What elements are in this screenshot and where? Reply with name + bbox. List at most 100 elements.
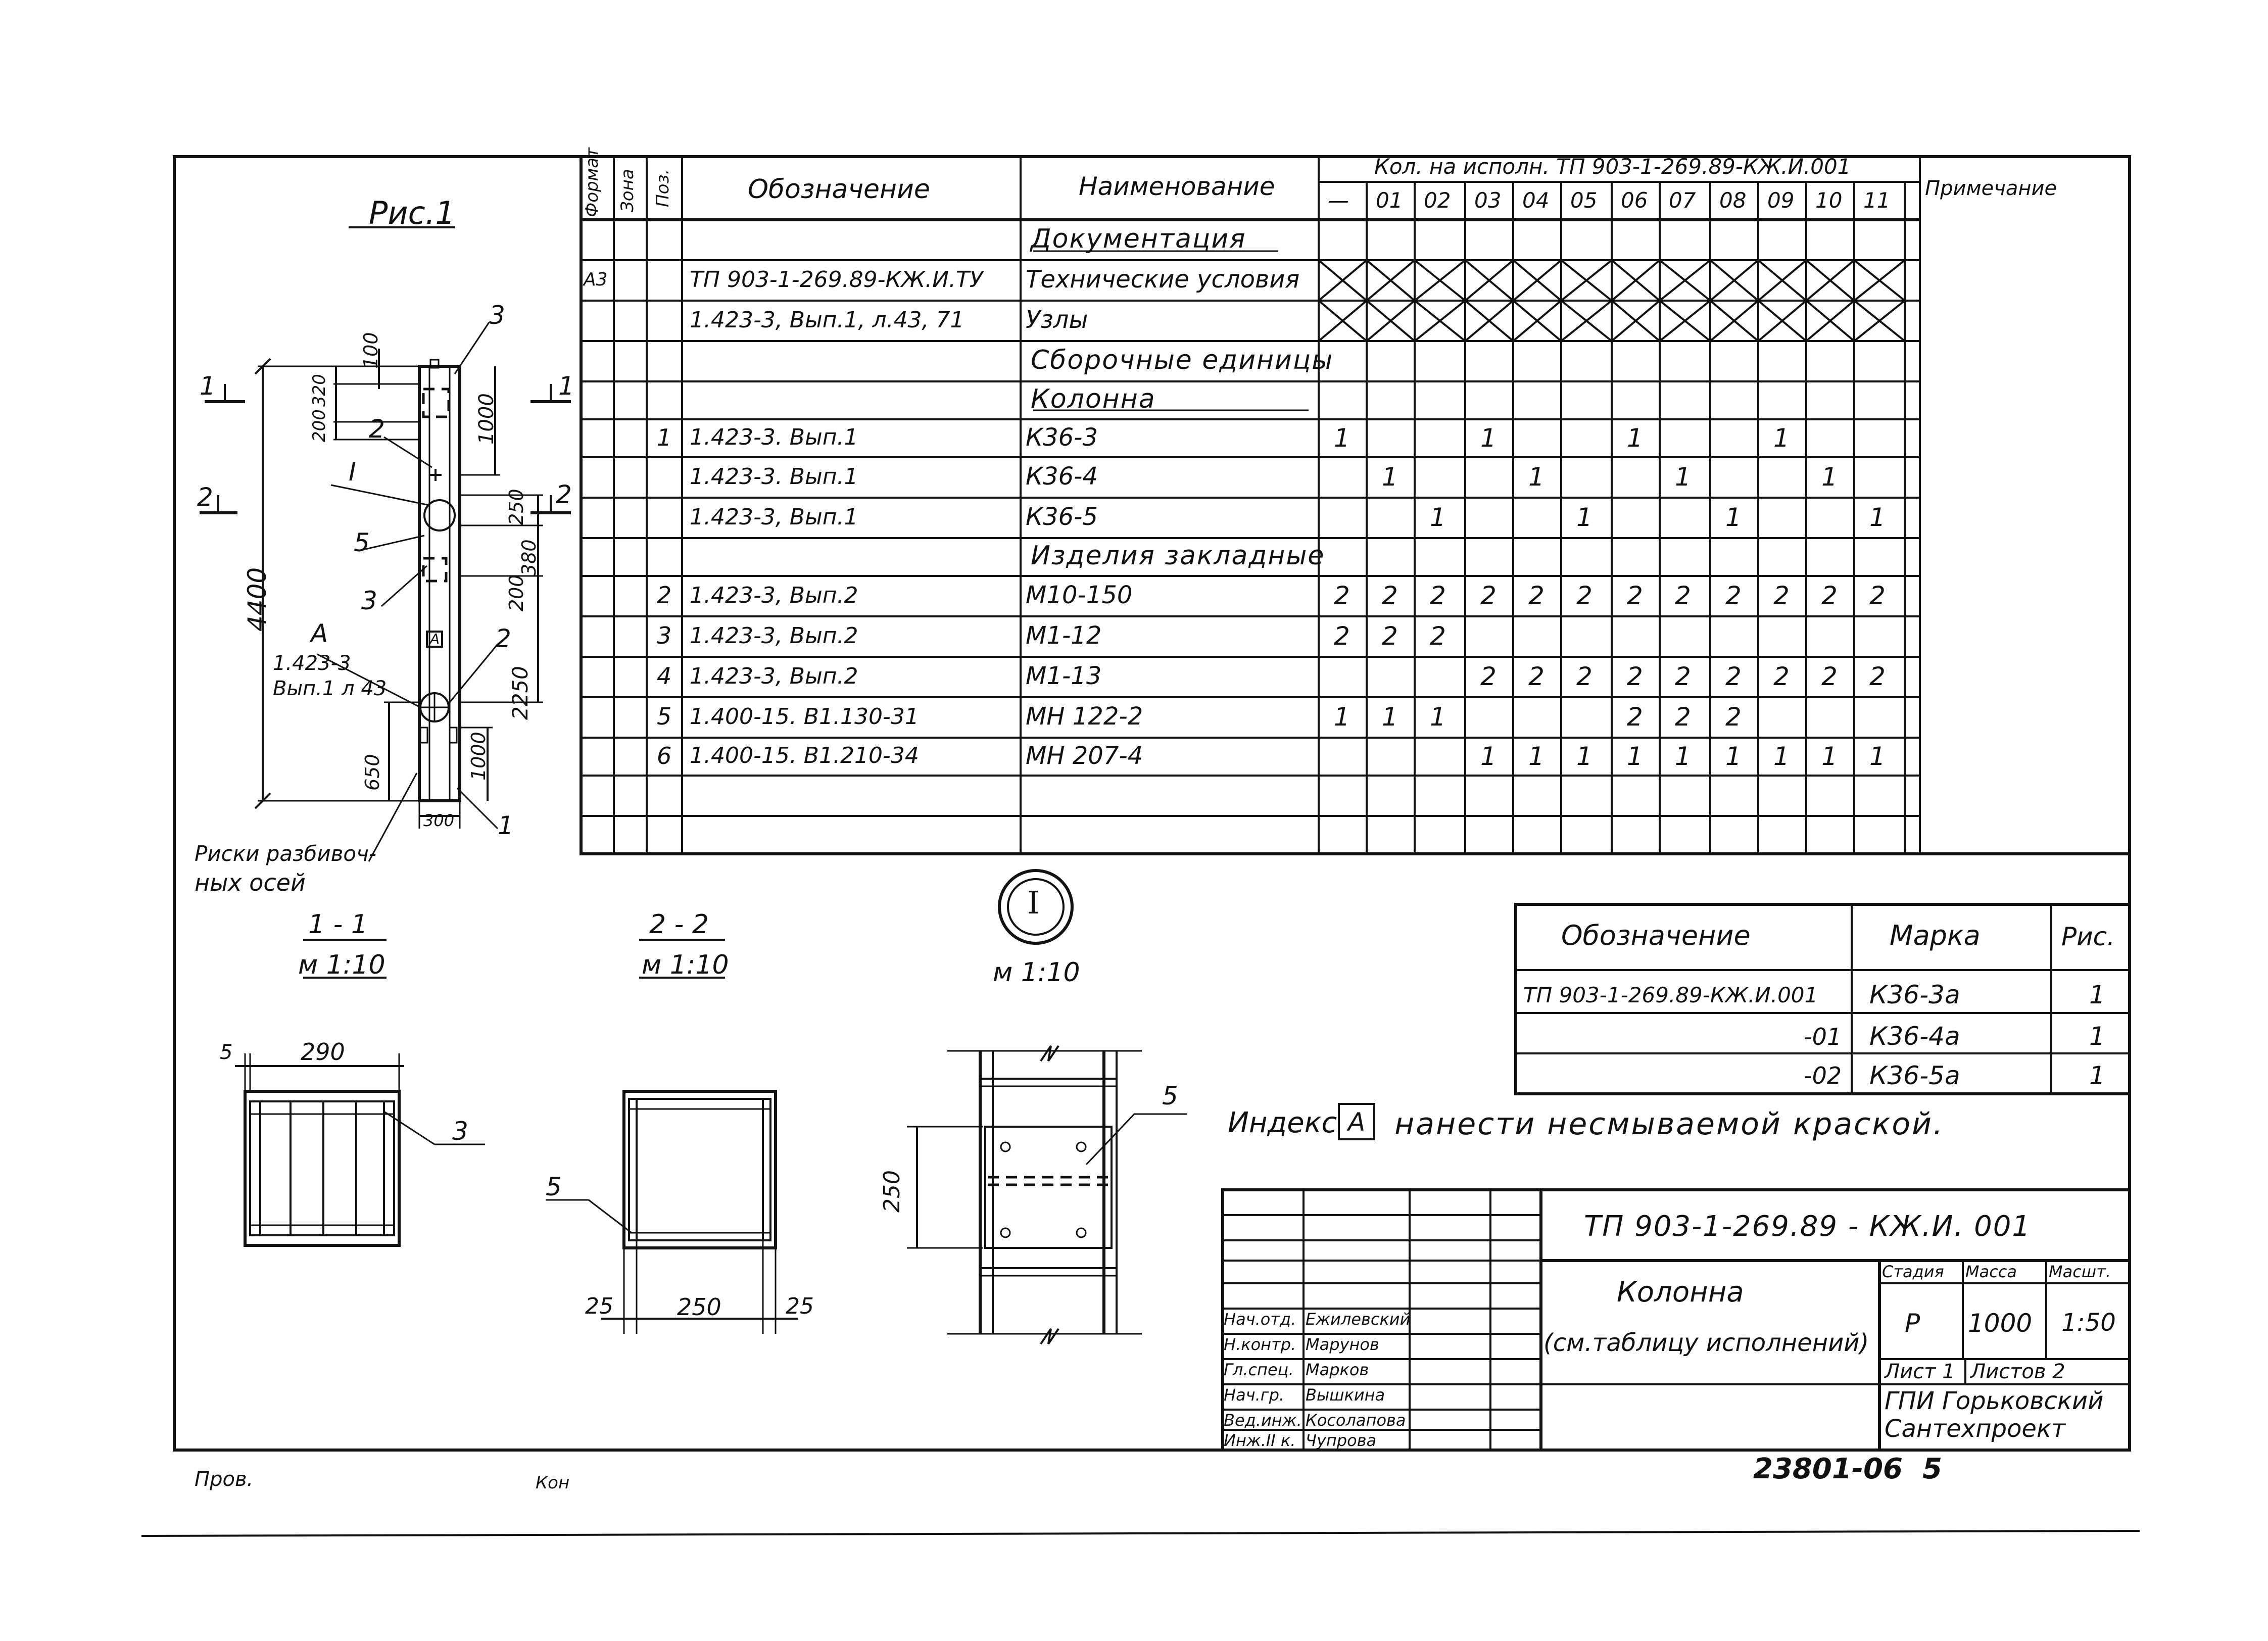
people-role: Гл.спец. — [1224, 1360, 1294, 1379]
variant-header: — — [1328, 188, 1349, 213]
variant-header: 03 — [1474, 188, 1502, 213]
spec-qty-cell: 2 — [1725, 581, 1742, 610]
spec-qty-cell: 2 — [1430, 581, 1446, 610]
variant-header: 07 — [1669, 188, 1696, 213]
spec-row-name: Колонна — [1031, 384, 1156, 415]
spec-row-name: М10-150 — [1026, 581, 1133, 610]
variant-header: 11 — [1863, 188, 1891, 213]
spec-qty-cell: 2 — [1382, 581, 1398, 610]
col-header-format: Формат — [582, 148, 602, 217]
variant-header: 01 — [1376, 188, 1403, 213]
title-sheets: Листов 2 — [1970, 1360, 2065, 1383]
dim-650: 650 — [361, 754, 383, 791]
spec-row-pos: 4 — [657, 662, 672, 690]
spec-qty-cell: 1 — [1430, 503, 1446, 532]
marks-r1-fig: 1 — [2089, 1022, 2105, 1051]
title-org-line2: Сантехпроект — [1885, 1415, 2065, 1443]
spec-row-designation: 1.423-3, Вып.1, л.43, 71 — [690, 307, 964, 333]
note-index-box — [1338, 1103, 1375, 1140]
spec-row-name: К36-3 — [1026, 423, 1098, 452]
people-role: Нач.отд. — [1224, 1310, 1296, 1329]
dim-380: 380 — [518, 539, 540, 576]
spec-row-name: Документация — [1031, 223, 1246, 254]
spec-row-designation: 1.423-3, Вып.2 — [690, 663, 858, 689]
marks-r1-designation: -01 — [1804, 1023, 1842, 1050]
spec-qty-cell: 2 — [1675, 662, 1691, 691]
dim-4400: 4400 — [243, 567, 272, 632]
variant-header: 02 — [1424, 188, 1451, 213]
marks-header-fig: Рис. — [2061, 922, 2115, 951]
spec-row-pos: 6 — [657, 742, 672, 769]
variant-header: 10 — [1815, 188, 1843, 213]
ref-a-line2: Вып.1 л 43 — [273, 677, 387, 700]
spec-qty-cell: 1 — [1773, 423, 1790, 453]
dim-320: 320 — [309, 374, 329, 407]
col-header-name: Наименование — [1079, 172, 1275, 201]
spec-row-format: А3 — [584, 269, 608, 290]
spec-qty-cell: 1 — [1821, 462, 1838, 492]
spec-qty-cell: 2 — [1627, 581, 1643, 610]
dim-1000-bot: 1000 — [467, 732, 490, 781]
spec-row-designation: 1.423-3. Вып.1 — [690, 424, 858, 451]
spec-qty-cell: 2 — [1773, 662, 1790, 691]
spec-qty-cell: 2 — [1627, 662, 1643, 691]
title-scale-header: Масшт. — [2049, 1262, 2111, 1281]
callout-5: 5 — [354, 528, 370, 557]
col-header-note: Примечание — [1925, 177, 2057, 200]
section-mark-1-right: 1 — [558, 371, 574, 401]
spec-qty-cell: 1 — [1675, 462, 1691, 492]
spec-qty-cell: 2 — [1675, 581, 1691, 610]
footer-page: 5 — [1922, 1453, 1942, 1485]
dim-100: 100 — [360, 332, 382, 369]
col-header-zone: Зона — [617, 169, 638, 212]
section-2-2-dim-25a: 25 — [585, 1293, 613, 1319]
spec-row-name: М1-12 — [1026, 621, 1102, 650]
marks-header-mark: Марка — [1890, 920, 1981, 951]
spec-qty-cell: 2 — [1480, 662, 1497, 691]
spec-qty-cell: 1 — [1869, 503, 1886, 532]
section-1-1-dim-5: 5 — [220, 1041, 233, 1064]
spec-qty-cell: 2 — [1773, 581, 1790, 610]
spec-row-designation: 1.423-3, Вып.1 — [690, 504, 858, 530]
spec-qty-cell: 1 — [1528, 462, 1545, 492]
spec-qty-cell: 1 — [1334, 702, 1350, 732]
spec-row-designation: 1.400-15. В1.130-31 — [690, 703, 919, 730]
node-I-label: I — [1027, 884, 1040, 921]
variant-header: 05 — [1570, 188, 1598, 213]
section-2-2-dim-250: 250 — [677, 1293, 721, 1321]
note-prefix: Индекс — [1228, 1106, 1337, 1139]
marks-r2-fig: 1 — [2089, 1061, 2105, 1090]
spec-qty-cell: 1 — [1627, 741, 1643, 771]
spec-row-name: Сборочные единицы — [1031, 345, 1334, 375]
spec-row-designation: 1.423-3. Вып.1 — [690, 463, 858, 490]
spec-qty-cell: 2 — [1725, 662, 1742, 691]
footer-prov: Пров. — [195, 1468, 254, 1491]
section-2-2-scale: м 1:10 — [642, 950, 729, 980]
risk-label-line1: Риски разбивоч- — [195, 841, 377, 866]
spec-qty-cell: 1 — [1773, 741, 1790, 771]
title-sheet: Лист 1 — [1885, 1360, 1955, 1383]
node-I-drawing — [907, 869, 1187, 1345]
people-name: Марков — [1306, 1360, 1369, 1379]
title-name-line1: Колонна — [1617, 1276, 1744, 1309]
spec-qty-cell: 2 — [1430, 621, 1446, 651]
spec-qty-cell: 1 — [1725, 503, 1742, 532]
spec-row-designation: 1.423-3, Вып.2 — [690, 582, 858, 608]
spec-qty-cell: 1 — [1675, 741, 1691, 771]
spec-qty-cell: 2 — [1382, 621, 1398, 651]
spec-qty-cell: 1 — [1821, 741, 1838, 771]
section-2-2-dim-25b: 25 — [786, 1293, 814, 1319]
dim-2250: 2250 — [508, 666, 533, 720]
col-header-qty-title: Кол. на исполн. ТП 903-1-269.89-КЖ.И.001 — [1374, 154, 1851, 179]
footer-kon: Кон — [536, 1473, 570, 1493]
note-index-letter: А — [1348, 1107, 1366, 1137]
dim-300: 300 — [423, 811, 455, 830]
people-name: Ежилевский — [1306, 1310, 1411, 1329]
section-1-1-callout-3: 3 — [452, 1117, 468, 1146]
spec-qty-cell: 2 — [1725, 702, 1742, 732]
spec-qty-cell: 1 — [1576, 503, 1593, 532]
spec-qty-cell: 1 — [1528, 741, 1545, 771]
spec-table-grid — [580, 155, 2131, 855]
callout-3-mid: 3 — [361, 586, 377, 615]
spec-qty-cell: 1 — [1334, 423, 1350, 453]
